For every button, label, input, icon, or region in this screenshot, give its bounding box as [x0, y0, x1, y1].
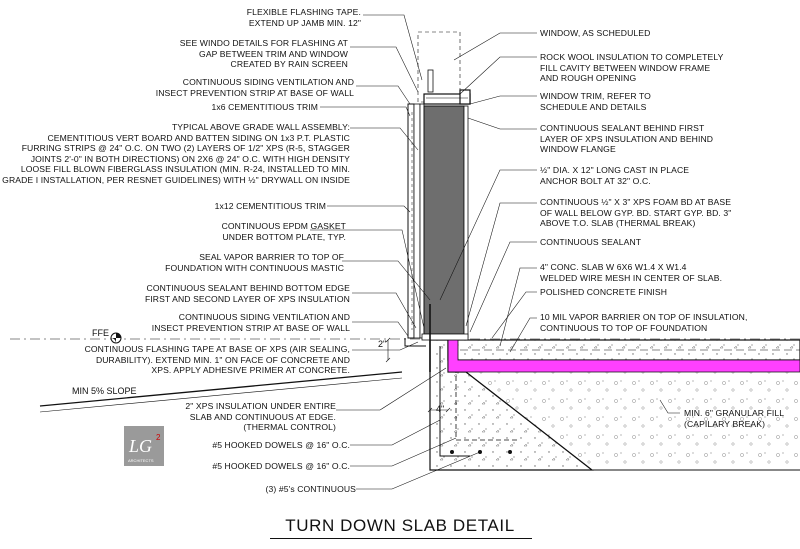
svg-text:LG: LG: [128, 436, 152, 456]
slope-label: MIN 5% SLOPE: [72, 386, 137, 396]
ffe-label: FFE: [92, 328, 109, 338]
note-sealant-xps: CONTINUOUS SEALANT BEHIND BOTTOM EDGE FI…: [144, 283, 350, 304]
note-continuous-sealant: CONTINUOUS SEALANT: [540, 237, 642, 247]
note-concrete-slab: 4" CONC. SLAB W 6X6 W1.4 X W1.4 WELDED W…: [540, 262, 723, 283]
note-sealant-window-flange: CONTINUOUS SEALANT BEHIND FIRST LAYER OF…: [540, 123, 714, 155]
note-granular-fill: MIN. 6" GRANULAR FILL (CAPILARY BREAK): [684, 408, 785, 429]
wall-assembly: [404, 103, 469, 372]
note-hooked-dowels-2: #5 HOOKED DOWELS @ 16" O.C.: [212, 461, 350, 471]
note-window-trim: WINDOW TRIM, REFER TO SCHEDULE AND DETAI…: [540, 91, 651, 112]
note-anchor-bolt: ½" DIA. X 12" LONG CAST IN PLACE ANCHOR …: [540, 165, 690, 186]
note-1x6-trim: 1x6 CEMENTITIOUS TRIM: [211, 102, 318, 112]
dimensions: [385, 337, 451, 413]
note-epdm-gasket: CONTINUOUS EPDM GASKET UNDER BOTTOM PLAT…: [221, 221, 346, 242]
note-hooked-dowels-1: #5 HOOKED DOWELS @ 16" O.C.: [212, 440, 350, 450]
leaders-left: [310, 14, 481, 490]
drawing-title: TURN DOWN SLAB DETAIL: [285, 516, 515, 535]
dimension-width: 4": [436, 404, 445, 414]
note-siding-ventilation-base: CONTINUOUS SIDING VENTILATION AND INSECT…: [151, 312, 350, 333]
title-underline: [270, 538, 532, 539]
leaders-right: [439, 32, 680, 414]
note-flashing-tape: FLEXIBLE FLASHING TAPE. EXTEND UP JAMB M…: [246, 7, 361, 28]
note-vapor-barrier-seal: SEAL VAPOR BARRIER TO TOP OF FOUNDATION …: [165, 252, 344, 273]
window: [417, 31, 471, 105]
note-rock-wool: ROCK WOOL INSULATION TO COMPLETELY FILL …: [540, 52, 724, 84]
note-window-details: SEE WINDO DETAILS FOR FLASHING AT GAP BE…: [179, 38, 348, 70]
note-flashing-tape-base: CONTINUOUS FLASHING TAPE AT BASE OF XPS …: [84, 344, 350, 376]
grade-line: [39, 371, 403, 413]
note-continuous-bars: (3) #5's CONTINUOUS: [265, 484, 356, 494]
dimension-height: 2": [378, 339, 387, 349]
note-polished-concrete: POLISHED CONCRETE FINISH: [540, 287, 668, 297]
svg-text:ARCHITECTS: ARCHITECTS: [128, 458, 154, 463]
svg-text:2: 2: [156, 433, 161, 442]
lg2-architects-logo: LG 2 ARCHITECTS: [124, 426, 164, 466]
note-xps-foam-base: CONTINUOUS ½" X 3" XPS FOAM BD AT BASE O…: [540, 197, 732, 229]
note-wall-assembly: TYPICAL ABOVE GRADE WALL ASSEMBLY: CEMEN…: [2, 122, 350, 185]
note-1x12-trim: 1x12 CEMENTITIOUS TRIM: [214, 201, 326, 211]
note-vapor-barrier: 10 MIL VAPOR BARRIER ON TOP OF INSULATIO…: [540, 312, 748, 333]
note-siding-ventilation-top: CONTINUOUS SIDING VENTILATION AND INSECT…: [155, 77, 354, 98]
note-window: WINDOW, AS SCHEDULED: [540, 28, 651, 38]
note-xps-under-slab: 2" XPS INSULATION UNDER ENTIRE SLAB AND …: [185, 401, 336, 433]
